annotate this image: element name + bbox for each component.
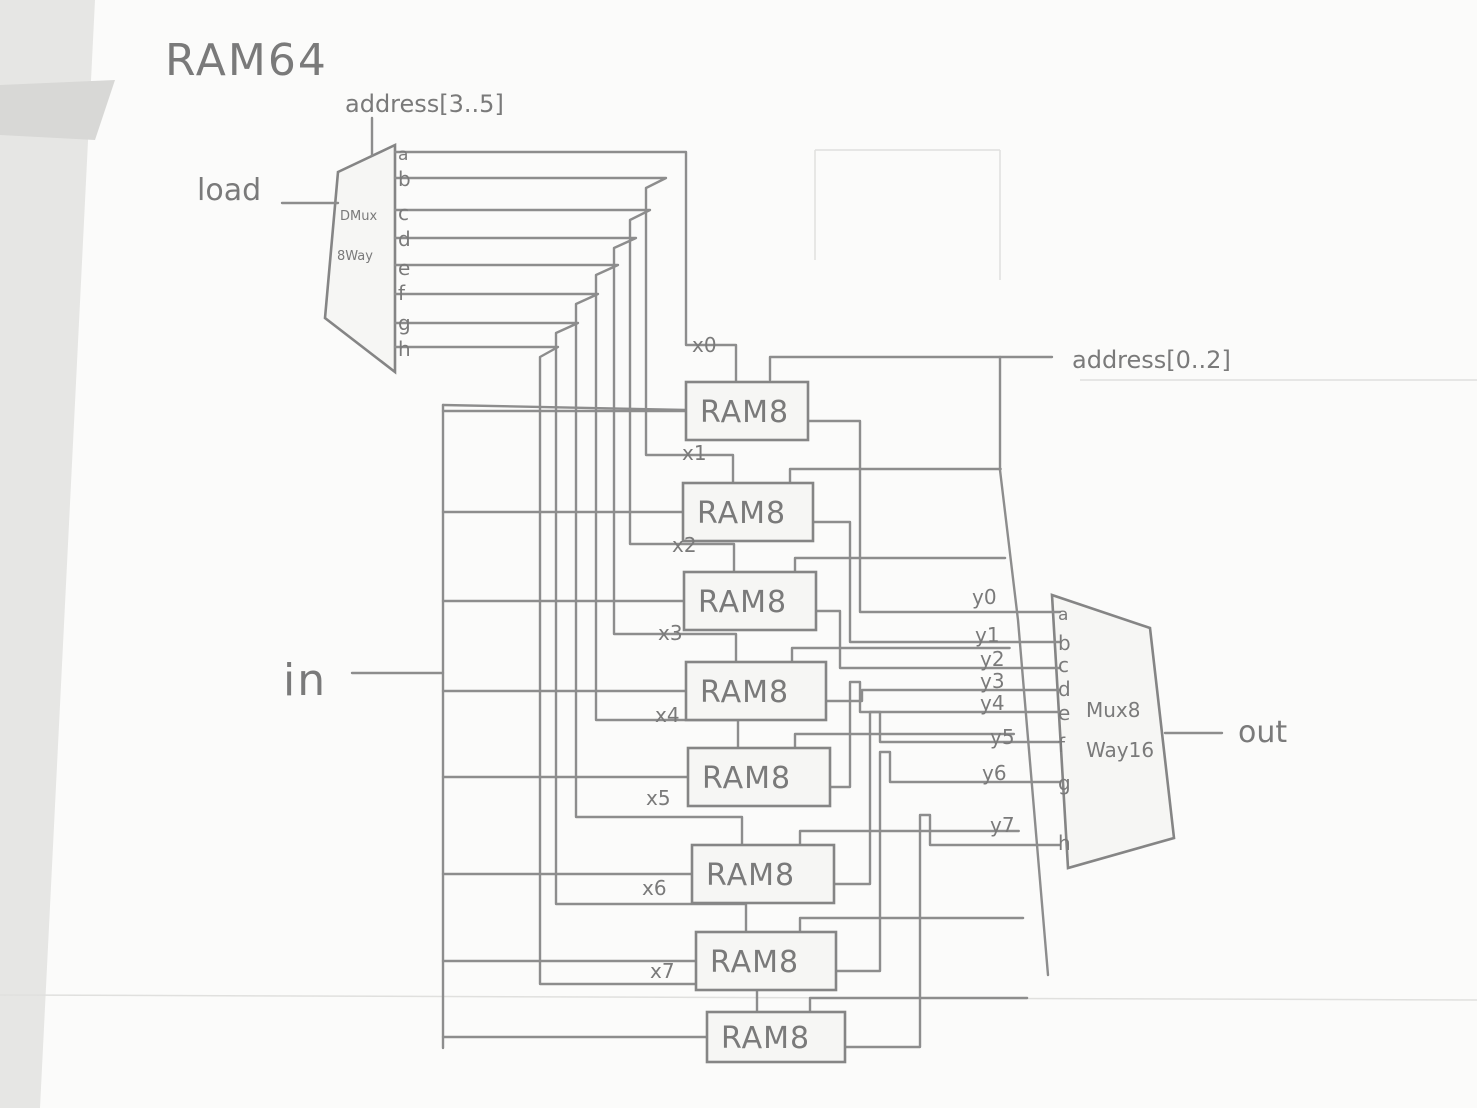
dmux-pin-e: e: [398, 256, 410, 280]
address-wire-ram1: [788, 467, 1002, 485]
ram8-label-7: RAM8: [721, 1021, 810, 1056]
load-wire-x1: [393, 176, 735, 485]
out-label: out: [1238, 715, 1287, 750]
x-signal-x2: x2: [672, 533, 697, 557]
address-wire-ram5: [798, 829, 1020, 847]
ram8-block-3: [684, 660, 828, 722]
ram8-block-0: [684, 380, 810, 442]
y-signal-y3: y3: [980, 669, 1005, 693]
ram8-label-0: RAM8: [700, 395, 789, 430]
dmux-pin-d: d: [398, 227, 411, 251]
ram8-label-6: RAM8: [710, 945, 799, 980]
mux-pin-f: f: [1058, 733, 1066, 757]
address-high-label: address[3..5]: [345, 90, 504, 118]
dmux-pin-g: g: [398, 311, 411, 335]
dmux-block: [323, 142, 397, 375]
load-wire-x3: [393, 236, 738, 664]
load-wire-x2: [393, 208, 736, 574]
mux-pin-b: b: [1058, 631, 1071, 655]
mux-pin-c: c: [1058, 653, 1069, 677]
x-signal-x0: x0: [692, 333, 717, 357]
x-signal-x7: x7: [650, 959, 675, 983]
dmux-pin-a: a: [398, 145, 408, 165]
ram8-label-5: RAM8: [706, 858, 795, 893]
dmux-label-bottom: 8Way: [337, 249, 373, 264]
ram8-label-4: RAM8: [702, 761, 791, 796]
y-signal-y7: y7: [990, 813, 1015, 837]
x-signal-x1: x1: [682, 441, 707, 465]
load-wire-x0: [393, 150, 738, 384]
address-wire-ram3: [790, 646, 1011, 664]
ram8-block-1: [681, 481, 815, 543]
data-wire-y7: [843, 813, 1062, 1049]
data-wire-y2: [814, 609, 1062, 670]
load-wire-x4: [393, 263, 740, 750]
ram8-block-2: [682, 570, 818, 632]
dmux-label-top: DMux: [340, 209, 377, 224]
address-wire-ram4: [793, 732, 1016, 750]
y-signal-y2: y2: [980, 647, 1005, 671]
address-low-bus: [998, 468, 1050, 977]
address-low-label: address[0..2]: [1072, 346, 1231, 374]
dmux-pin-b: b: [398, 167, 411, 191]
address-low-top: [768, 355, 1054, 382]
dmux-pin-f: f: [398, 281, 406, 305]
y-signal-y6: y6: [982, 761, 1007, 785]
mux-pin-a: a: [1058, 605, 1068, 625]
ram8-block-5: [690, 843, 836, 905]
in-bus-top: [441, 403, 688, 412]
dmux-pin-h: h: [398, 337, 411, 361]
address-wire-ram6: [798, 916, 1025, 934]
mux-pin-d: d: [1058, 677, 1071, 701]
address-wire-ram7: [808, 996, 1029, 1014]
y-signal-y1: y1: [975, 623, 1000, 647]
mux-pin-e: e: [1058, 701, 1070, 725]
load-wire-x6: [393, 321, 748, 934]
dmux-pin-c: c: [398, 201, 409, 225]
ram8-block-4: [686, 746, 832, 808]
ram8-block-6: [694, 930, 838, 992]
ram8-label-1: RAM8: [697, 496, 786, 531]
paper-fold-shadow: [0, 80, 115, 140]
mux-pin-g: g: [1058, 771, 1071, 795]
mux-label-top: Mux8: [1086, 698, 1141, 722]
address-wire-ram2: [793, 556, 1007, 574]
data-wire-y4: [828, 680, 1062, 789]
load-label: load: [197, 173, 261, 208]
ram8-label-3: RAM8: [700, 675, 789, 710]
y-signal-y4: y4: [980, 691, 1005, 715]
ram8-block-7: [705, 1010, 847, 1064]
in-label: in: [283, 655, 327, 706]
data-wire-y1: [811, 520, 1062, 644]
x-signal-x3: x3: [658, 621, 683, 645]
load-wire-x5: [393, 292, 744, 847]
data-wire-y0: [806, 419, 1062, 614]
data-wire-y5: [832, 710, 1062, 886]
mux-block: [1050, 593, 1176, 870]
data-wire-y3: [824, 688, 1062, 703]
y-signal-y0: y0: [972, 585, 997, 609]
x-signal-x4: x4: [655, 703, 680, 727]
x-signal-x5: x5: [646, 786, 671, 810]
mux-label-bottom: Way16: [1086, 738, 1154, 762]
diagram-title: RAM64: [165, 35, 328, 86]
mux-pin-h: h: [1058, 831, 1071, 855]
x-signal-x6: x6: [642, 876, 667, 900]
ghost-lines: [0, 149, 1477, 1001]
data-wire-y6: [834, 750, 1062, 973]
y-signal-y5: y5: [990, 725, 1015, 749]
ram8-label-2: RAM8: [698, 585, 787, 620]
